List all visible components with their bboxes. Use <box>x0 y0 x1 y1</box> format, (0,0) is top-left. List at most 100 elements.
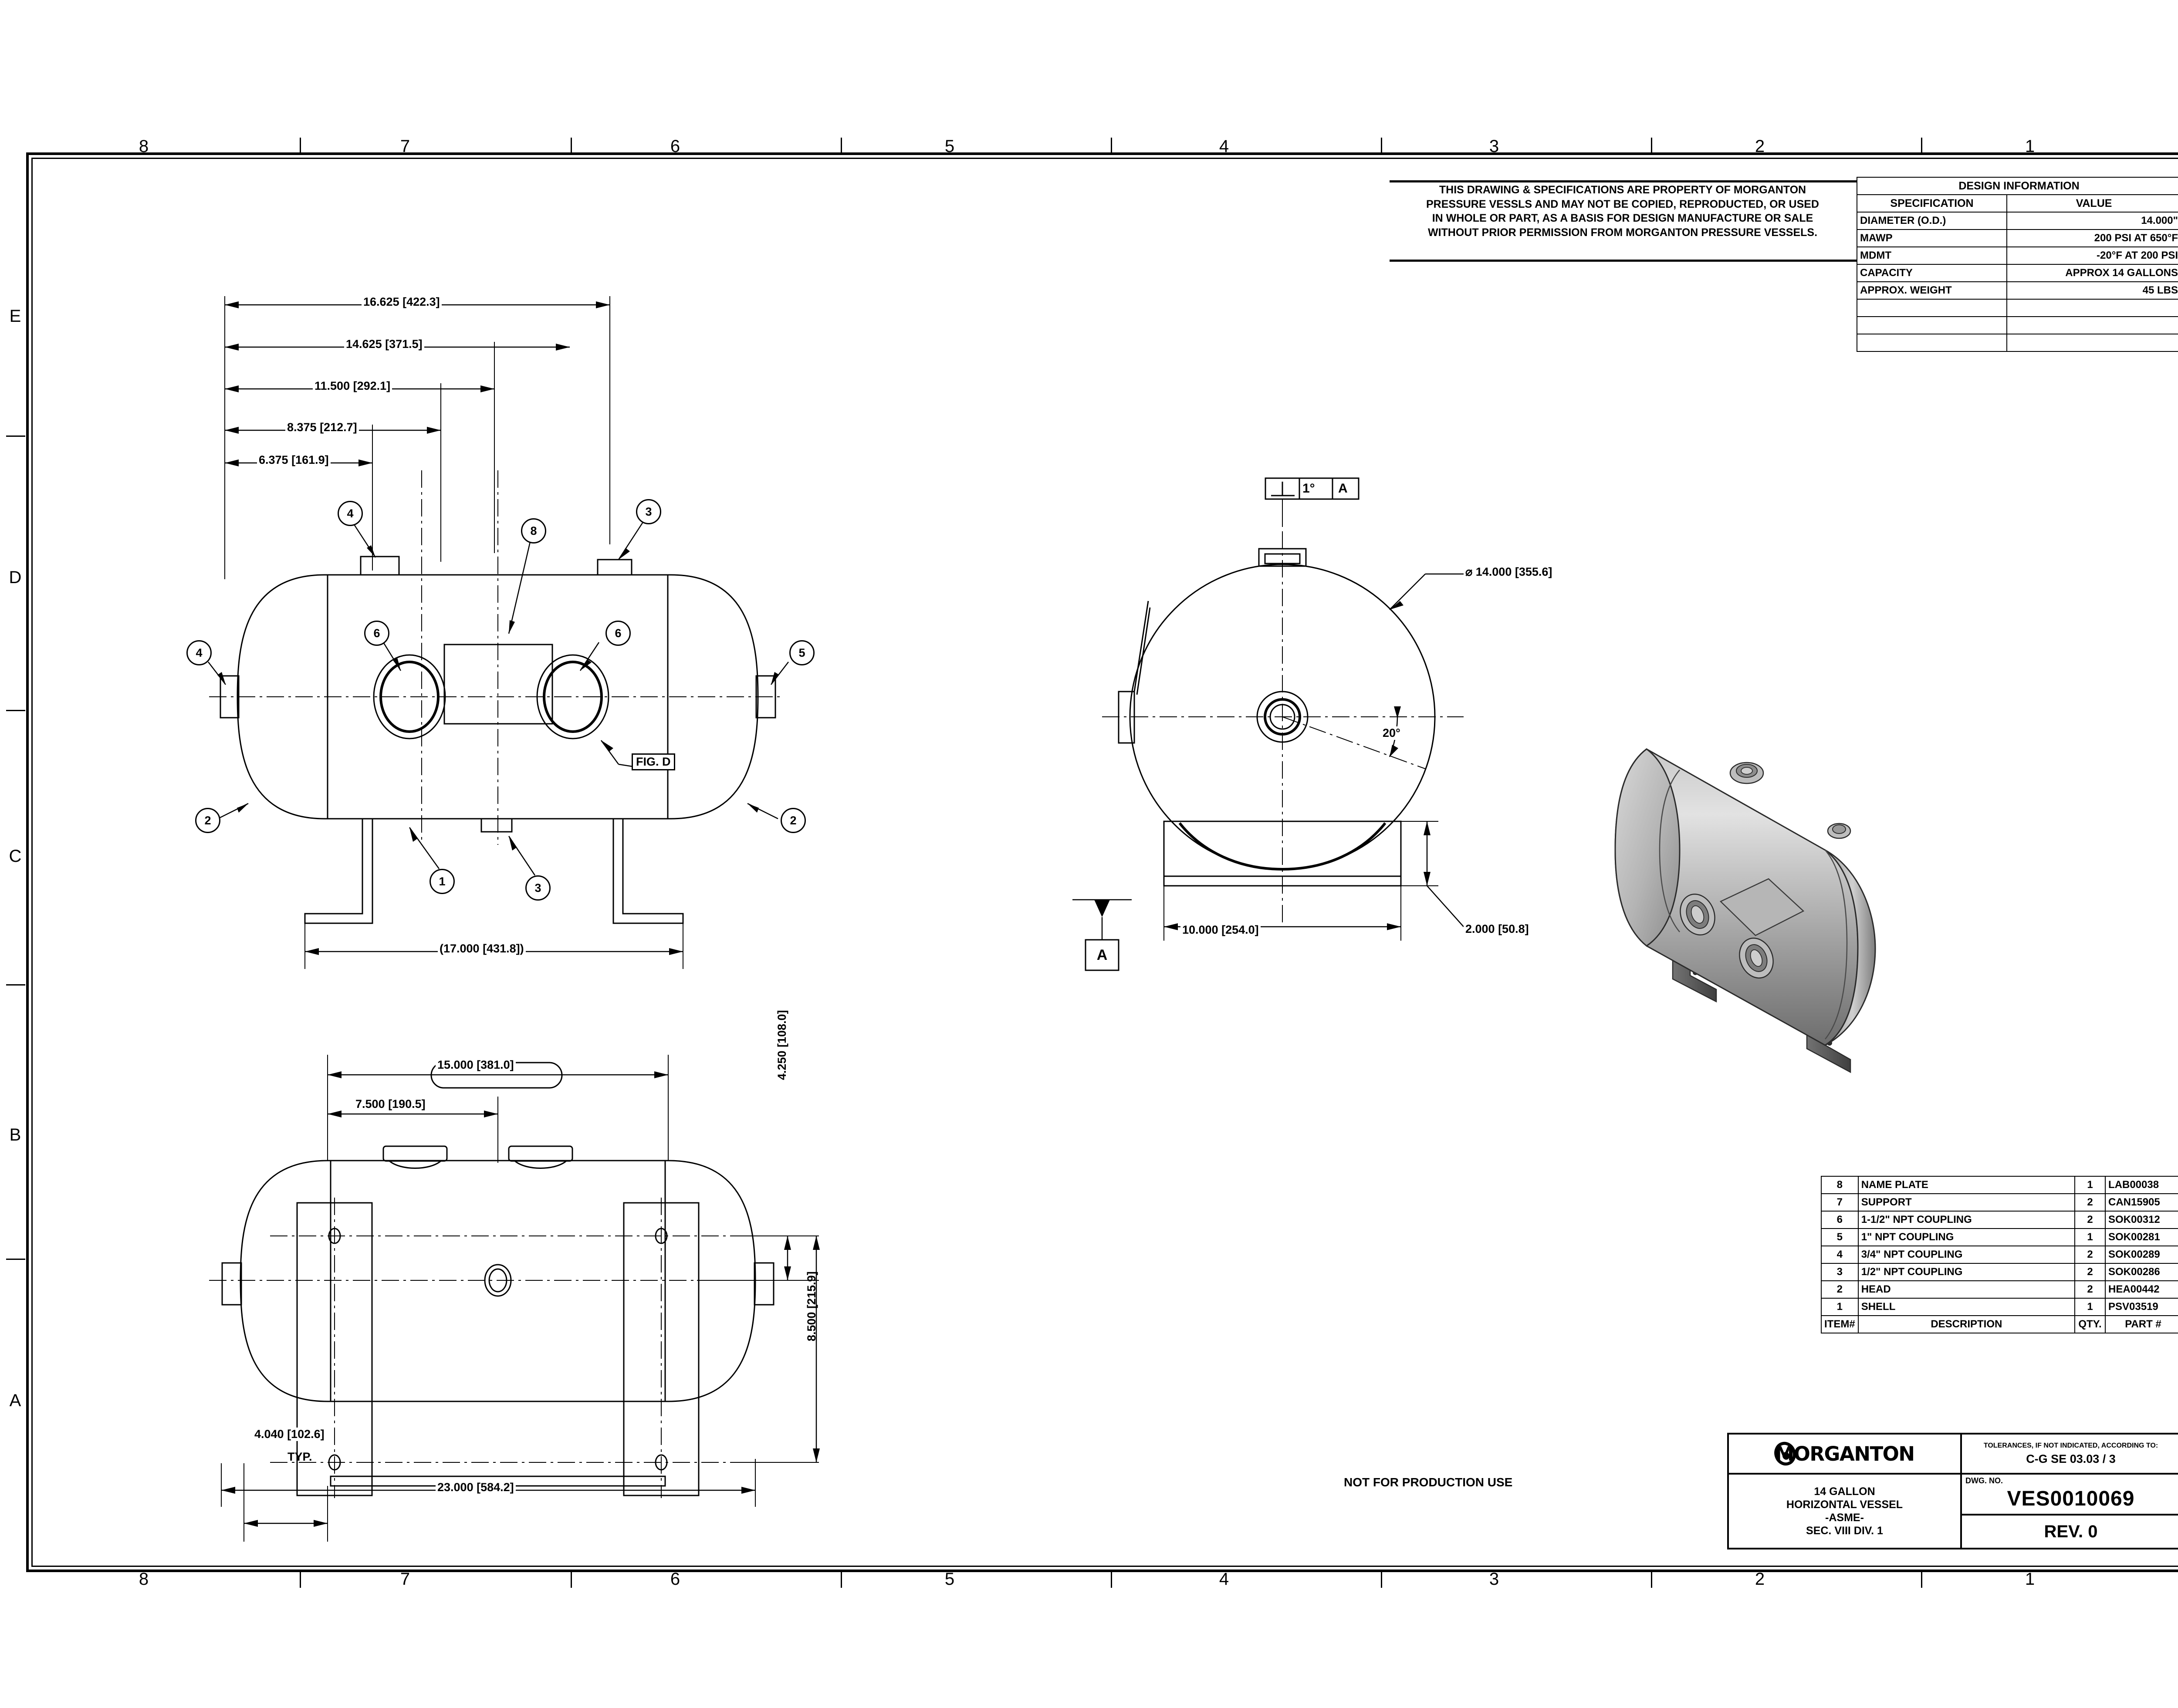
design-info-spec <box>1857 334 2007 352</box>
bom-item: 1 <box>1821 1298 1859 1316</box>
balloon-item-2-right[interactable]: 2 <box>781 808 806 833</box>
plan-view-top-couplings <box>382 1145 573 1169</box>
tolerance-value: C-G SE 03.03 / 3 <box>2026 1452 2116 1465</box>
plan-view-right-dims <box>697 1235 820 1463</box>
balloon-item-6-right[interactable]: 6 <box>605 621 631 646</box>
proprietary-note-line-4: WITHOUT PRIOR PERMISSION FROM MORGANTON … <box>1427 226 1818 239</box>
proprietary-note: THIS DRAWING & SPECIFICATIONS ARE PROPER… <box>1390 183 1856 240</box>
zone-tick <box>1111 138 1112 155</box>
plan-dim-7500: 7.500 [190.5] <box>354 1097 427 1111</box>
zone-letter-left-D: D <box>9 567 22 587</box>
zone-number-top-8: 8 <box>139 136 149 156</box>
bom-desc: 1-1/2" NPT COUPLING <box>1857 1211 2076 1229</box>
drawing-title: 14 GALLON HORIZONTAL VESSEL -ASME- SEC. … <box>1729 1475 1960 1548</box>
design-info-row: MAWP 200 PSI AT 650°F <box>1857 229 2178 247</box>
balloon-item-3-top[interactable]: 3 <box>636 499 661 524</box>
balloon-item-5-right[interactable]: 5 <box>789 640 815 665</box>
bom-part: CAN15905 <box>2105 1193 2178 1212</box>
end-view-gdt-datum: A <box>1338 481 1348 496</box>
bom-part: SOK00312 <box>2105 1211 2178 1229</box>
design-info-row: CAPACITY APPROX 14 GALLONS <box>1857 264 2178 282</box>
design-info-row <box>1857 316 2178 334</box>
bom-header-row: ITEM# DESCRIPTION QTY. PART # <box>1821 1315 2178 1333</box>
proprietary-note-line-2: PRESSURE VESSLS AND MAY NOT BE COPIED, R… <box>1426 198 1819 210</box>
title-block: MORGANTON 14 GALLON HORIZONTAL VESSEL -A… <box>1727 1433 2178 1549</box>
design-info-header-row: SPECIFICATION VALUE <box>1857 194 2178 213</box>
zone-tick <box>571 1570 572 1588</box>
balloon-item-8[interactable]: 8 <box>521 518 546 543</box>
bom-qty: 2 <box>2074 1246 2106 1264</box>
drawing-title-line-3: -ASME- <box>1825 1512 1864 1524</box>
bom-part: PSV03519 <box>2105 1298 2178 1316</box>
fig-d-label: FIG. D <box>632 753 675 770</box>
zone-number-bottom-3: 3 <box>1489 1569 1499 1589</box>
zone-number-bottom-4: 4 <box>1219 1569 1229 1589</box>
zone-number-top-6: 6 <box>670 136 680 156</box>
proprietary-note-top-rule <box>1390 180 1857 182</box>
tolerance-label: TOLERANCES, IF NOT INDICATED, ACCORDING … <box>1983 1441 2158 1449</box>
bom-row: 8 NAME PLATE 1 LAB00038 <box>1821 1176 2178 1194</box>
sheet-border-inner <box>31 158 2178 1567</box>
design-info-value: 200 PSI AT 650°F <box>2006 229 2178 247</box>
company-logo: MORGANTON <box>1729 1435 1960 1475</box>
iso-coupling-top <box>1729 762 1764 784</box>
zone-tick <box>1111 1570 1112 1588</box>
bom-qty: 2 <box>2074 1193 2106 1212</box>
balloon-item-4-top[interactable]: 4 <box>338 501 363 526</box>
drawing-title-line-4: SEC. VIII DIV. 1 <box>1806 1525 1883 1537</box>
bom-part: SOK00281 <box>2105 1228 2178 1246</box>
bom-part: LAB00038 <box>2105 1176 2178 1194</box>
balloon-item-4-left[interactable]: 4 <box>186 640 212 665</box>
zone-letter-left-C: C <box>9 846 22 866</box>
design-info-spec: APPROX. WEIGHT <box>1857 281 2007 300</box>
design-info-value: 14.000" <box>2006 212 2178 230</box>
balloon-item-2-left[interactable]: 2 <box>195 808 220 833</box>
bom-part: SOK00286 <box>2105 1263 2178 1281</box>
zone-tick <box>1651 1570 1652 1588</box>
title-block-right: TOLERANCES, IF NOT INDICATED, ACCORDING … <box>1962 1435 2178 1548</box>
zone-tick <box>1921 1570 1922 1588</box>
zone-number-bottom-6: 6 <box>670 1569 680 1589</box>
zone-number-top-1: 1 <box>2025 136 2035 156</box>
bom-row: 5 1" NPT COUPLING 1 SOK00281 <box>1821 1228 2178 1246</box>
zone-number-bottom-5: 5 <box>944 1569 955 1589</box>
iso-coupling-face-upper <box>1680 894 1715 935</box>
zone-tick <box>300 1570 301 1588</box>
bom-part: SOK00289 <box>2105 1246 2178 1264</box>
balloon-item-3-bottom[interactable]: 3 <box>525 875 551 901</box>
zone-tick <box>300 138 301 155</box>
end-view-side-coupling <box>1118 601 1151 744</box>
bom-qty: 1 <box>2074 1228 2106 1246</box>
front-view-centerlines <box>209 470 784 845</box>
front-dim-6375: 6.375 [161.9] <box>257 453 331 467</box>
balloon-item-1[interactable]: 1 <box>430 869 455 894</box>
zone-number-top-5: 5 <box>944 136 955 156</box>
end-view-datum-a <box>1072 899 1132 971</box>
zone-tick <box>1381 138 1382 155</box>
end-view-datum-label: A <box>1096 946 1108 963</box>
end-view-diameter-dim: ⌀ 14.000 [355.6] <box>1464 565 1554 579</box>
front-view-drawing <box>208 296 789 969</box>
bom-row: 2 HEAD 2 HEA00442 <box>1821 1280 2178 1299</box>
front-dim-14625: 14.625 [371.5] <box>344 338 424 351</box>
balloon-item-6-left[interactable]: 6 <box>364 621 389 646</box>
bom-item: 2 <box>1821 1280 1859 1299</box>
bom-desc: 1/2" NPT COUPLING <box>1857 1263 2076 1281</box>
iso-coupling-face-lower <box>1739 938 1774 979</box>
design-info-title: DESIGN INFORMATION <box>1857 177 2178 195</box>
company-logo-text: MORGANTON <box>1775 1442 1915 1465</box>
plan-view-vessel-outline <box>240 1160 756 1402</box>
front-dim-11500: 11.500 [292.1] <box>313 379 392 393</box>
bom-row: 4 3/4" NPT COUPLING 2 SOK00289 <box>1821 1246 2178 1264</box>
morganton-mark-icon <box>1774 1441 1796 1466</box>
zone-tick <box>841 1570 842 1588</box>
end-view-angle-dim: 20° <box>1381 726 1402 740</box>
bom-item: 7 <box>1821 1193 1859 1212</box>
zone-tick <box>6 710 25 711</box>
zone-number-bottom-7: 7 <box>400 1569 410 1589</box>
front-view-fig-d-leader <box>600 740 633 767</box>
bom-row: 6 1-1/2" NPT COUPLING 2 SOK00312 <box>1821 1211 2178 1229</box>
plan-dim-4040: 4.040 [102.6] <box>253 1428 326 1441</box>
bom-qty: 1 <box>2074 1176 2106 1194</box>
design-info-value: 45 LBS <box>2006 281 2178 300</box>
